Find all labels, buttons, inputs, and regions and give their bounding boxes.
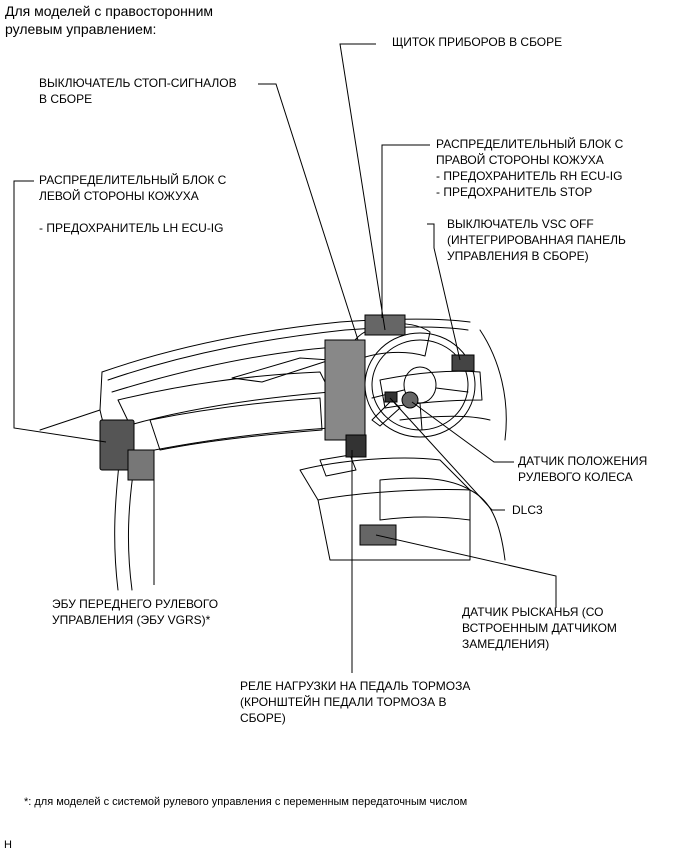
- label-lh-fuse-ecu-ig: - ПРЕДОХРАНИТЕЛЬ LH ECU-IG: [39, 221, 224, 235]
- steering-spoke-right: [435, 387, 469, 393]
- vsc-off-switch: [451, 354, 475, 372]
- lh-junction-block: [99, 419, 135, 471]
- label-rh-fuse-stop: - ПРЕДОХРАНИТЕЛЬ STOP: [436, 185, 593, 199]
- label-steer-sensor-line1: ДАТЧИК ПОЛОЖЕНИЯ: [518, 454, 648, 468]
- label-vgrs-line1: ЭБУ ПЕРЕДНЕГО РУЛЕВОГО: [52, 597, 219, 611]
- label-yaw-line3: ЗАМЕДЛЕНИЯ): [462, 637, 550, 651]
- dash-lower-line: [129, 427, 331, 456]
- leader-vsc: [427, 223, 461, 361]
- label-vsc-line3: УПРАВЛЕНИЯ В СБОРЕ): [447, 249, 589, 263]
- steering-angle-sensor: [401, 391, 419, 409]
- label-vsc-line2: (ИНТЕГРИРОВАННАЯ ПАНЕЛЬ: [447, 233, 626, 247]
- label-dlc3: DLC3: [512, 503, 543, 517]
- console-armrest: [379, 477, 471, 521]
- a-pillar-line: [39, 409, 101, 431]
- label-stop-switch-line2: В СБОРЕ: [39, 92, 93, 106]
- label-brake-relay-line1: РЕЛЕ НАГРУЗКИ НА ПЕДАЛЬ ТОРМОЗА: [240, 679, 471, 693]
- label-rh-block-line1: РАСПРЕДЕЛИТЕЛЬНЫЙ БЛОК С: [436, 137, 624, 151]
- header-line-1: Для моделей с правосторонним: [5, 3, 214, 19]
- right-dash-lower: [399, 415, 491, 421]
- shifter-area: [319, 454, 357, 477]
- label-rh-fuse-ecu-ig: - ПРЕДОХРАНИТЕЛЬ RH ECU-IG: [436, 169, 623, 183]
- door-curve: [114, 454, 121, 591]
- label-brake-relay-line2: (КРОНШТЕЙН ПЕДАЛИ ТОРМОЗА В: [240, 695, 447, 709]
- right-door-line: [479, 329, 507, 441]
- leader-rh-block: [381, 144, 430, 318]
- leader-yaw: [375, 534, 557, 608]
- steering-spoke-bottom: [419, 402, 423, 431]
- dash-upper-panel: [111, 345, 351, 393]
- dash-front-face: [117, 371, 331, 426]
- brake-pedal-relay: [345, 434, 367, 458]
- dashboard-top-edge: [107, 326, 469, 381]
- leader-instrument-cluster: [339, 43, 386, 331]
- leader-steer-sensor: [411, 401, 514, 463]
- footnote: *: для моделей с системой рулевого управ…: [24, 796, 468, 808]
- label-vsc-line1: ВЫКЛЮЧАТЕЛЬ VSC OFF: [447, 217, 594, 231]
- corner-mark: H: [4, 839, 12, 851]
- console-right: [469, 489, 506, 561]
- label-rh-block-line2: ПРАВОЙ СТОРОНЫ КОЖУХА: [436, 153, 604, 167]
- dlc3-connector: [384, 391, 398, 403]
- label-yaw-line1: ДАТЧИК РЫСКАНЬЯ (СО: [462, 605, 604, 619]
- windshield-base: [101, 318, 471, 373]
- center-console-top: [299, 457, 471, 501]
- brake-pedal-bracket: [324, 339, 366, 441]
- label-instrument-cluster: ЩИТОК ПРИБОРОВ В СБОРЕ: [392, 35, 563, 49]
- label-stop-switch-line1: ВЫКЛЮЧАТЕЛЬ СТОП-СИГНАЛОВ: [39, 76, 237, 90]
- glovebox: [149, 397, 323, 451]
- header-line-2: рулевым управлением:: [5, 21, 157, 37]
- leader-dlc3: [389, 397, 505, 511]
- label-vgrs-line2: УПРАВЛЕНИЯ (ЭБУ VGRS)*: [52, 613, 211, 627]
- rh-junction-block: [364, 314, 406, 336]
- label-steer-sensor-line2: РУЛЕВОГО КОЛЕСА: [518, 470, 633, 484]
- label-brake-relay-line3: СБОРЕ): [240, 711, 286, 725]
- defroster-vent: [231, 357, 331, 383]
- front-steering-ecu: [127, 449, 155, 481]
- label-lh-block-line1: РАСПРЕДЕЛИТЕЛЬНЫЙ БЛОК С: [39, 173, 227, 187]
- leader-lh-block: [13, 180, 107, 443]
- label-yaw-line2: ВСТРОЕННЫМ ДАТЧИКОМ: [462, 621, 617, 635]
- steering-wheel-rim-inner: [371, 339, 469, 431]
- label-lh-block-line2: ЛЕВОЙ СТОРОНЫ КОЖУХА: [39, 189, 199, 203]
- console-side: [317, 489, 471, 561]
- leader-stop-switch: [258, 83, 359, 341]
- steering-wheel-rim: [364, 332, 476, 438]
